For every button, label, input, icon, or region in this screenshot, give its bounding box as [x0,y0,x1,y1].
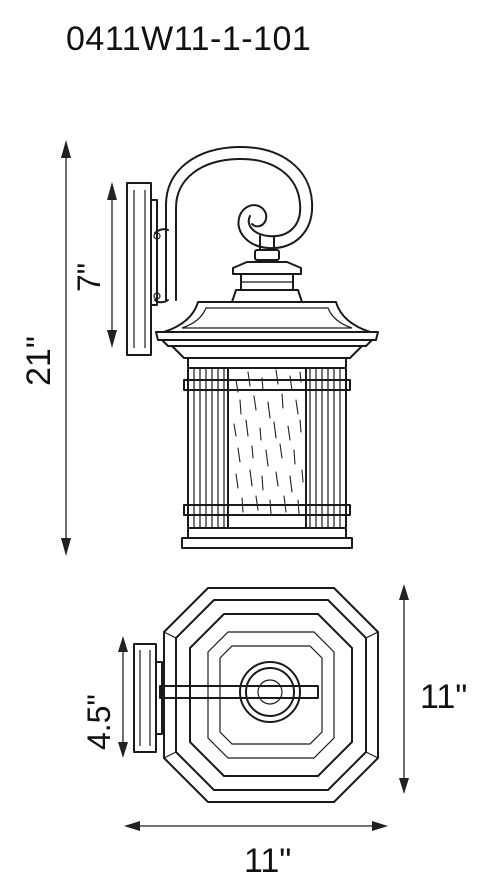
top-view: 4.5" 11" 11" [81,584,467,880]
roof-outer-outline [163,587,379,803]
lantern-body [181,357,353,549]
lantern-cap [231,261,303,303]
depth-dimension-line [399,584,409,794]
top-backplate [133,643,163,753]
side-view: 21" 7" [20,140,379,556]
width-dimension-line [124,821,388,831]
width-label: 11" [244,842,291,880]
finial-top [239,661,301,723]
top-arm [159,685,319,699]
scroll-arm [154,145,314,304]
backplate-width-label: 4.5" [81,694,117,750]
height-label: 21" [20,336,58,386]
arm-extension-label: 7" [71,263,107,292]
depth-label: 11" [420,678,467,716]
height-dimension-line [61,140,71,556]
arm-extension-dimension-line [107,182,117,348]
lantern-roof [155,301,379,359]
wall-backplate [126,182,161,356]
model-number: 0411W11-1-101 [66,20,311,58]
rain-glass-texture [233,369,304,515]
backplate-dimension-line [118,636,128,758]
